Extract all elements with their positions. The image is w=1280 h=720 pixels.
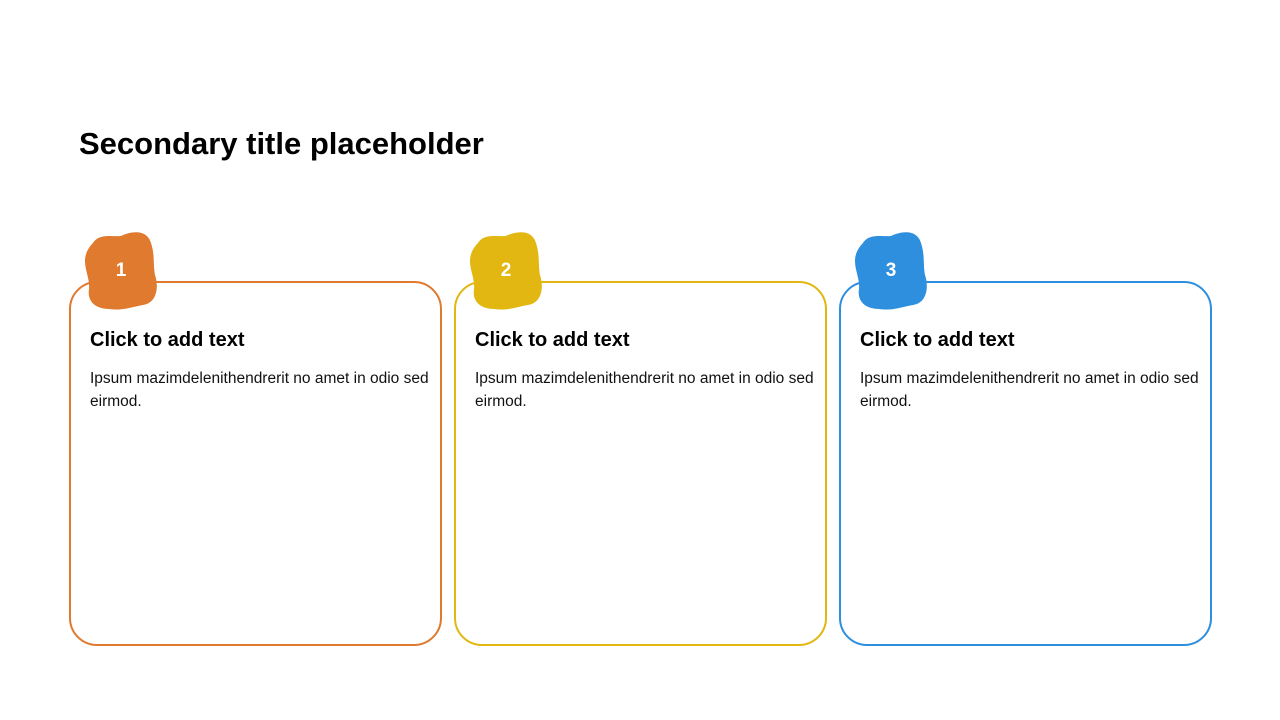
page-title[interactable]: Secondary title placeholder: [79, 126, 484, 161]
card-1[interactable]: Click to add text Ipsum mazimdelenithend…: [69, 281, 442, 646]
card-heading[interactable]: Click to add text: [860, 329, 1015, 351]
blob-shape-icon: [85, 232, 157, 310]
card-body[interactable]: Ipsum mazimdelenithendrerit no amet in o…: [90, 370, 429, 410]
card-body[interactable]: Ipsum mazimdelenithendrerit no amet in o…: [475, 370, 814, 410]
number-badge-2: 2: [468, 231, 544, 311]
card-body[interactable]: Ipsum mazimdelenithendrerit no amet in o…: [860, 370, 1199, 410]
number-badge-1: 1: [83, 231, 159, 311]
blob-shape-icon: [855, 232, 927, 310]
number-badge-3: 3: [853, 231, 929, 311]
card-3[interactable]: Click to add text Ipsum mazimdelenithend…: [839, 281, 1212, 646]
card-heading[interactable]: Click to add text: [475, 329, 630, 351]
card-2[interactable]: Click to add text Ipsum mazimdelenithend…: [454, 281, 827, 646]
badge-number: 1: [115, 260, 127, 281]
card-heading[interactable]: Click to add text: [90, 329, 245, 351]
badge-number: 2: [500, 260, 512, 281]
blob-shape-icon: [470, 232, 542, 310]
badge-number: 3: [885, 260, 897, 281]
